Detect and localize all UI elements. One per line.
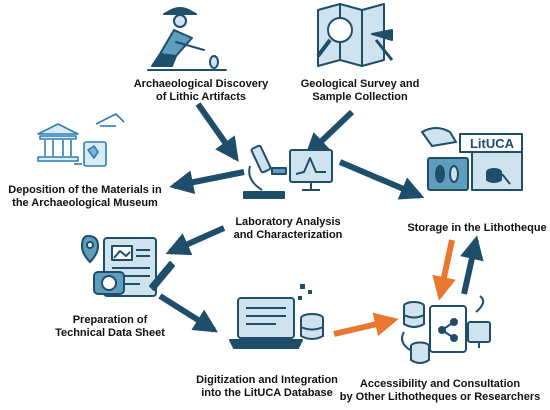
map-hammer-magnifier-icon <box>316 3 394 67</box>
storage-cabinet-icon <box>421 127 523 191</box>
datasheet-line1: Preparation of <box>72 314 148 326</box>
document-camera-icon <box>81 235 175 297</box>
lab-line2: and Characterization <box>233 229 343 241</box>
lab-line1: Laboratory Analysis <box>235 216 341 228</box>
digitization-line2: into the LitUCA Database <box>201 387 333 399</box>
arrow-digitization-to-access <box>333 312 399 337</box>
arrow-datasheet-to-digitization <box>158 293 219 333</box>
arrow-storage-to-access <box>432 239 456 301</box>
litUCA-badge-text: LitUCA <box>469 136 515 151</box>
museum-line2: the Archaeological Museum <box>12 197 158 209</box>
microscope-monitor-icon <box>243 144 333 199</box>
arrow-survey-to-lab <box>304 109 355 158</box>
node-label-datasheet: Preparation of Technical Data Sheet <box>50 314 170 340</box>
node-label-digitization: Digitization and Integration into the Li… <box>182 374 352 400</box>
node-label-discovery: Archaeological Discovery of Lithic Artif… <box>116 78 286 104</box>
node-label-access: Accessibility and Consultation by Other … <box>334 378 546 404</box>
discovery-line2: of Lithic Artifacts <box>155 91 247 103</box>
node-label-survey: Geological Survey and Sample Collection <box>290 78 430 104</box>
survey-line2: Sample Collection <box>312 91 408 103</box>
museum-line1: Deposition of the Materials in <box>8 184 162 196</box>
archaeologist-digging-icon <box>147 7 227 71</box>
arrow-lab-to-museum <box>169 169 245 195</box>
arrows <box>158 102 484 337</box>
survey-line1: Geological Survey and <box>300 78 420 90</box>
litUCA-badge: LitUCA <box>462 137 522 150</box>
datasheet-line2: Technical Data Sheet <box>55 327 165 339</box>
database-share-icon <box>401 295 491 364</box>
arrow-discovery-to-lab <box>195 102 239 162</box>
access-line2: by Other Lithotheques or Researchers <box>339 391 541 403</box>
digitization-line1: Digitization and Integration <box>196 374 338 386</box>
laptop-database-icon <box>229 284 324 349</box>
storage-line1: Storage in the Lithotheque <box>407 222 547 234</box>
node-label-lab: Laboratory Analysis and Characterization <box>218 216 358 242</box>
museum-icon <box>37 113 125 167</box>
discovery-line1: Archaeological Discovery <box>133 78 269 90</box>
arrow-access-to-storage <box>460 235 484 295</box>
access-line1: Accessibility and Consultation <box>359 378 521 390</box>
arrow-lab-to-datasheet <box>165 225 226 256</box>
node-label-storage: Storage in the Lithotheque <box>404 222 550 235</box>
arrow-lab-to-storage <box>338 159 425 200</box>
node-label-museum: Deposition of the Materials in the Archa… <box>0 184 170 210</box>
